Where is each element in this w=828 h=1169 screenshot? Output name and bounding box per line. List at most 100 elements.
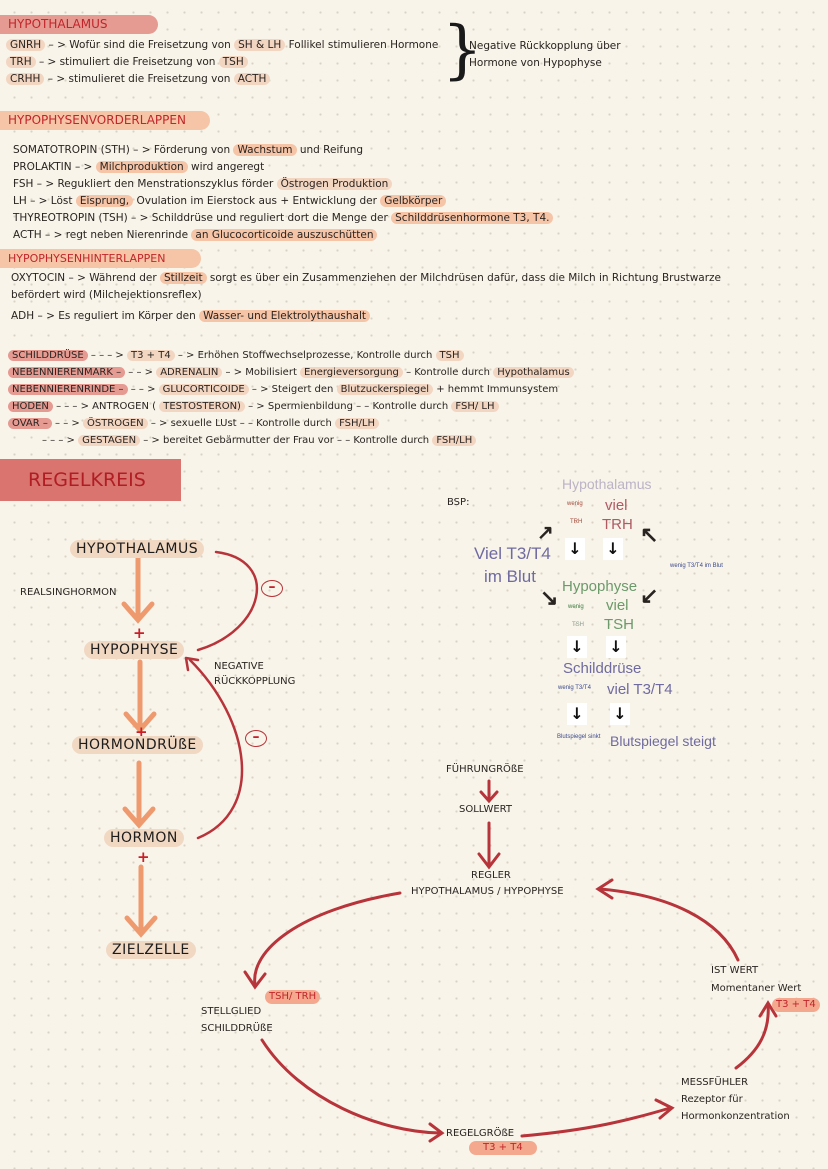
highlight: Schilddrüsenhormone T3, T4.: [391, 212, 554, 224]
brace-note-1: Negative Rückkopplung über: [469, 40, 621, 52]
ex-trh-small: TRH: [570, 519, 583, 525]
text: – > Spermienbildung – – Kontrolle durch: [244, 401, 452, 412]
text: ACTH – > regt neben Nierenrinde: [13, 229, 192, 241]
text: Ovulation im Eierstock aus + Entwicklung…: [133, 195, 381, 207]
text: Follikel stimulieren Hormone: [285, 39, 439, 51]
ex-tsh: TSH: [604, 616, 634, 633]
gland-row-schilddruese: SCHILDDRÜSE – – – > T3 + T4 – > Erhöhen …: [8, 349, 464, 363]
text: + hemmt Immunsystem: [433, 384, 559, 395]
text: PROLAKTIN – >: [13, 161, 96, 173]
gland-label: NEBENNIERENRINDE –: [8, 384, 128, 395]
text: OXYTOCIN – > Während der: [11, 272, 161, 284]
section-title-regelkreis: REGELKREIS: [0, 459, 181, 501]
gland-row-nebennierenmark: NEBENNIERENMARK – – – > ADRENALIN – > Mo…: [8, 366, 574, 380]
loop-messfuehler: MESSFÜHLER: [681, 1077, 749, 1088]
gland-label: NEBENNIERENMARK –: [8, 367, 126, 378]
hinterlappen-adh: ADH – > Es reguliert im Körper den Wasse…: [11, 309, 371, 323]
vorderlappen-line-sth: SOMATOTROPIN (STH) – > Förderung von Wac…: [13, 143, 363, 157]
text: – > stimulieret die Freisetzung von: [44, 73, 234, 85]
highlight: SH & LH: [234, 39, 286, 51]
gland-label: HODEN: [8, 401, 53, 412]
ex-hypophyse: Hypophyse: [562, 578, 638, 595]
node-hypophyse: HYPOPHYSE: [84, 641, 185, 659]
ex-viel-2: viel: [606, 597, 629, 614]
text: – – – > ANTROGEN (: [52, 401, 160, 412]
hormone-label: TRH: [6, 56, 36, 68]
loop-regelgroesse-tag: T3 + T4: [469, 1141, 537, 1155]
highlight: Gelbkörper: [380, 195, 447, 207]
text: – > bereitet Gebärmutter der Frau vor – …: [140, 435, 433, 446]
gland-label: SCHILDDRÜSE: [8, 350, 88, 361]
minus-icon: –: [245, 730, 267, 747]
highlight: Östrogen Produktion: [276, 178, 393, 190]
gland-label: OVAR –: [8, 418, 52, 429]
hormone-label: ADRENALIN: [156, 367, 223, 378]
ex-wenig: wenig: [567, 501, 583, 507]
loop-regler-sub: HYPOTHALAMUS / HYPOPHYSE: [411, 886, 564, 897]
loop-ist-wert-sub: Momentaner Wert: [711, 983, 802, 994]
text: – > Wofür sind die Freisetzung von: [45, 39, 235, 51]
highlight: TSH: [435, 350, 464, 361]
plus-icon: +: [133, 624, 146, 642]
highlight: Energieversorgung: [300, 367, 403, 378]
highlight: Wasser- und Elektrolythaushalt: [199, 310, 371, 322]
hormone-label: GLUCORTICOIDE: [158, 384, 249, 395]
highlight: Wachstum: [233, 144, 297, 156]
ex-trh: TRH: [602, 516, 633, 533]
ex-wenig-t3t4-blut: wenig T3/T4 im Blut: [670, 563, 723, 569]
loop-ist-wert: IST WERT: [711, 965, 759, 976]
ex-wenig-2: wenig: [568, 604, 584, 610]
text: – – >: [125, 367, 157, 378]
ex-arrow-down-right-icon: ↘: [540, 585, 559, 610]
brace-note-2: Hormone von Hypophyse: [469, 57, 602, 69]
node-hypothalamus: HYPOTHALAMUS: [70, 540, 205, 558]
text: – > Mobilisiert: [222, 367, 301, 378]
text: – – – >: [42, 435, 79, 446]
ex-viel-t3t4: viel T3/T4: [607, 681, 673, 698]
hormone-label: ÖSTROGEN: [82, 418, 148, 429]
ex-hypothalamus: Hypothalamus: [562, 476, 652, 492]
down-arrow-icon: ↓: [603, 538, 623, 560]
hypothalamus-line-gnrh: GNRH – > Wofür sind die Freisetzung von …: [6, 38, 438, 52]
loop-stellglied: STELLGLIED: [201, 1006, 262, 1017]
hormone-label: T3 + T4: [127, 350, 175, 361]
ex-viel: viel: [605, 497, 628, 514]
highlight: Hypothalamus: [493, 367, 574, 378]
highlight: Milchproduktion: [95, 161, 188, 173]
text: – > stimuliert die Freisetzung von: [35, 56, 219, 68]
loop-sollwert: SOLLWERT: [459, 804, 512, 815]
highlight: Eisprung,: [75, 195, 134, 207]
ex-wenig-t3t4: wenig T3/T4: [558, 685, 591, 691]
down-arrow-icon: ↓: [565, 538, 585, 560]
hormone-label: GESTAGEN: [78, 435, 141, 446]
section-title-hinterlappen: HYPOPHYSENHINTERLAPPEN: [0, 249, 201, 268]
text: – – >: [51, 418, 83, 429]
hormone-label: CRHH: [6, 73, 45, 85]
gland-row-gestagen: – – – > GESTAGEN – > bereitet Gebärmutte…: [42, 434, 477, 448]
label-realsinghormon: REALSINGHORMON: [20, 587, 117, 598]
loop-regelgroesse: REGELGRÖßE: [446, 1128, 515, 1139]
vorderlappen-line-acth: ACTH – > regt neben Nierenrinde an Gluco…: [13, 228, 378, 242]
hormone-label: GNRH: [6, 39, 46, 51]
highlight: Blutzuckerspiegel: [336, 384, 434, 395]
gland-row-nebennierenrinde: NEBENNIERENRINDE – – – > GLUCORTICOIDE –…: [8, 383, 558, 397]
ex-schilddruese: Schilddrüse: [563, 660, 642, 677]
ex-spiegel-steigt: Blutspiegel steigt: [610, 733, 716, 749]
text: – > Erhöhen Stoffwechselprozesse, Kontro…: [174, 350, 436, 361]
loop-ist-wert-tag: T3 + T4: [772, 998, 820, 1012]
hinterlappen-oxytocin: OXYTOCIN – > Während der Stillzeit sorgt…: [11, 271, 721, 285]
highlight: FSH/LH: [432, 435, 477, 446]
ex-spiegel-sinkt: Blutspiegel sinkt: [557, 734, 601, 740]
text: – > sexuelle LUst – – Kontrolle durch: [147, 418, 336, 429]
text: und Reifung: [296, 144, 364, 156]
gland-row-hoden: HODEN – – – > ANTROGEN ( TESTOSTERON) – …: [8, 400, 499, 414]
node-hormondruese: HORMONDRÜßE: [72, 736, 203, 754]
vorderlappen-line-fsh: FSH – > Regukliert den Menstrationszyklu…: [13, 177, 393, 191]
label-rueckkopplung: RÜCKKOPPLUNG: [214, 676, 296, 687]
ex-arrow-up-left-icon: ↖: [640, 522, 659, 547]
hypothalamus-line-trh: TRH – > stimuliert die Freisetzung von T…: [6, 55, 248, 69]
loop-stellglied-sub: SCHILDDRÜßE: [201, 1023, 273, 1034]
loop-messfuehler-sub-1: Rezeptor für: [681, 1094, 743, 1105]
text: ADH – > Es reguliert im Körper den: [11, 310, 200, 322]
vorderlappen-line-tsh: THYREOTROPIN (TSH) – > Schilddrüse und r…: [13, 211, 554, 225]
